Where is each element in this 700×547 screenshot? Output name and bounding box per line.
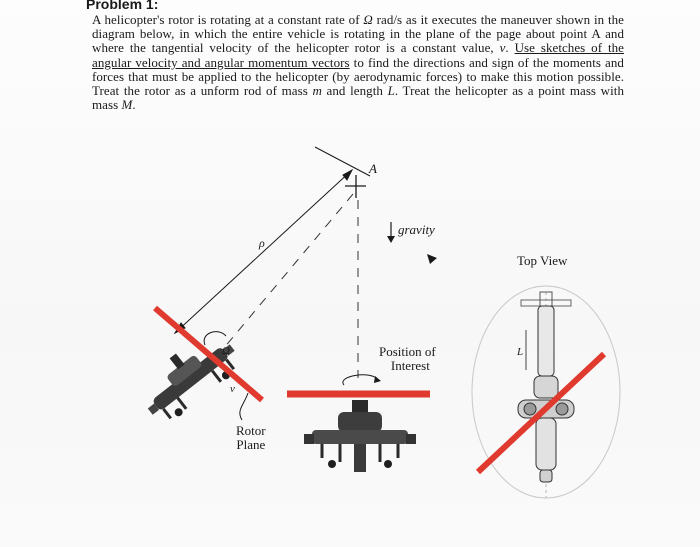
label-top-view: Top View: [517, 253, 568, 268]
problem-title: Problem 1:: [86, 0, 159, 12]
pivot-point-a: [345, 175, 366, 198]
statement-part-5: .: [132, 97, 136, 113]
label-point-a: A: [369, 161, 377, 176]
statement-part-1c: .: [505, 40, 515, 56]
statement-part-1a: A helicopter's rotor is rotating at a co…: [92, 12, 364, 27]
omega-symbol: Ω: [363, 12, 373, 27]
rotor-spin-arrow-middle: [342, 374, 379, 386]
top-view-helicopter-icon: [471, 285, 621, 499]
rotor-mass-symbol: m: [312, 83, 322, 99]
label-velocity: v: [230, 383, 235, 395]
rotor-plane-leader: [239, 392, 249, 421]
statement-part-1b: rad/s as it executes the maneuver shown …: [92, 12, 624, 56]
statement-part-4: . Treat the helicopter as a point mass w…: [92, 83, 624, 113]
position-pointer-arrow: [427, 254, 437, 264]
rotor-plane-red-line-left: [153, 305, 264, 403]
statement-part-3: and length: [321, 83, 388, 99]
gravity-arrow: [387, 222, 395, 243]
rotor-plane-red-line-top-view: [475, 351, 607, 475]
rotor-spin-arrowhead-middle: [374, 376, 381, 383]
label-rotor-plane-line2: Plane: [236, 437, 266, 452]
problem-statement: A helicopter's rotor is rotating at a co…: [92, 12, 624, 113]
rotor-spin-arrow-left: [203, 331, 227, 346]
label-rotor-plane-line1: Rotor: [236, 423, 266, 438]
statement-part-2: to find the directions and sign of the m…: [92, 54, 624, 99]
label-rho: ρ: [259, 236, 265, 250]
label-rotor-plane: Rotor Plane: [236, 424, 266, 452]
rotor-length-symbol: L: [387, 83, 395, 99]
label-position-line1: Position of: [379, 344, 436, 359]
label-rotor-length: L: [517, 346, 524, 358]
label-omega: Ω: [222, 345, 230, 357]
velocity-symbol: v: [499, 40, 506, 56]
level-helicopter-icon: [304, 400, 416, 472]
label-gravity: gravity: [398, 222, 435, 237]
label-position-of-interest: Position of Interest: [379, 345, 436, 373]
helicopter-mass-symbol: M: [121, 97, 133, 113]
rotation-arm-dashed: [217, 193, 354, 356]
label-position-line2: Interest: [390, 358, 430, 373]
underlined-instruction: Use sketches of the angular velocity and…: [92, 40, 624, 70]
radius-dimension-line: [173, 146, 371, 335]
tilted-helicopter-icon: [147, 344, 236, 420]
